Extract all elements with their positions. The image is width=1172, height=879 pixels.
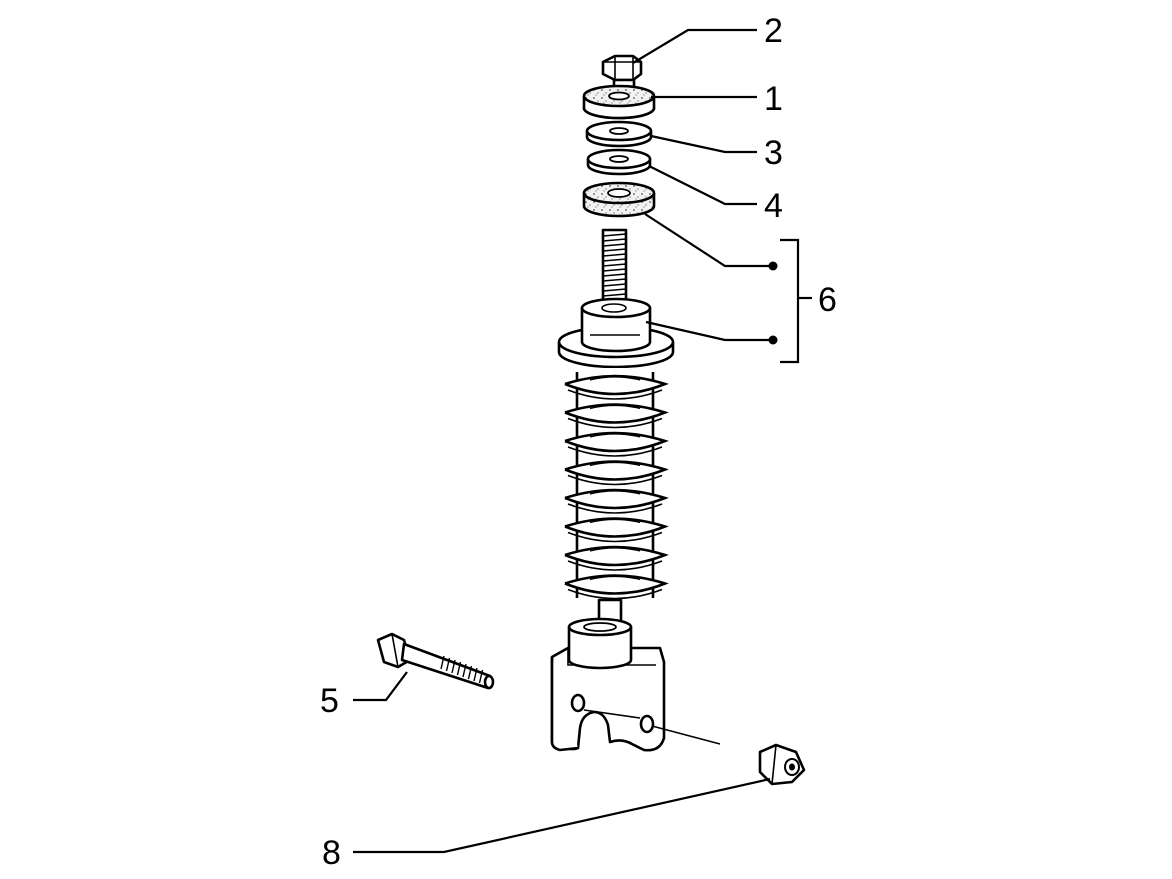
spring-coil-inner xyxy=(589,547,641,552)
callout-2: 2 xyxy=(764,12,783,50)
spring-coil-shade xyxy=(567,560,663,571)
spring-coil xyxy=(564,488,669,510)
rod-thread-line xyxy=(602,253,627,257)
callout-6: 6 xyxy=(818,281,837,319)
spring-coil xyxy=(564,374,669,396)
spring-coil-shade xyxy=(567,588,663,600)
rod-thread-line xyxy=(602,293,627,297)
spring-coil-shade xyxy=(567,531,663,543)
rod-thread-line xyxy=(602,283,627,287)
spring-coil xyxy=(564,403,669,424)
bolt-thread-line xyxy=(451,659,456,674)
rod-thread-line xyxy=(602,263,627,267)
spring-coil-shade xyxy=(567,503,663,514)
rod-thread-line xyxy=(602,278,627,282)
rod-thread-line xyxy=(602,268,627,272)
spring-coil xyxy=(564,517,669,538)
lower-rubber-bushing xyxy=(582,181,656,218)
spring-coil xyxy=(564,431,669,453)
rod-thread-line xyxy=(602,233,627,237)
callout-5: 5 xyxy=(320,682,339,720)
rod-thread-line xyxy=(602,243,627,247)
coil-spring xyxy=(564,368,669,600)
leader-dot-lower xyxy=(768,335,778,345)
bolt-thread-line xyxy=(440,655,445,670)
top-collar xyxy=(557,297,675,369)
bolt-thread-line xyxy=(467,665,473,680)
bolt-thread-line xyxy=(445,657,451,672)
spring-coil-shade xyxy=(567,474,663,486)
bolt-thread-line xyxy=(478,669,484,684)
callout-1: 1 xyxy=(764,80,783,118)
callout-3: 3 xyxy=(764,134,783,172)
rod-thread-line xyxy=(602,273,627,277)
rod-thread-line xyxy=(602,288,627,292)
bolt-thread-line xyxy=(473,667,478,682)
mounting-bolt xyxy=(376,632,495,690)
washer-upper xyxy=(585,120,653,148)
rod-thread-line xyxy=(602,238,627,242)
spring-coil-shade xyxy=(567,389,663,400)
spring-coil-inner xyxy=(589,461,641,467)
lower-fork-mount xyxy=(550,617,666,752)
callout-8: 8 xyxy=(322,834,341,872)
spring-coil-inner xyxy=(589,490,641,495)
spring-coil-inner xyxy=(589,433,641,438)
spring-coil-shade xyxy=(567,446,663,457)
lock-nut xyxy=(758,743,806,786)
spring-coil xyxy=(564,460,669,481)
rod-thread-line xyxy=(602,258,627,262)
spring-coil-inner xyxy=(589,575,641,581)
bolt-thread-line xyxy=(456,661,462,676)
spring-coil-inner xyxy=(589,376,641,381)
spring-coil-inner xyxy=(589,518,641,524)
upper-rubber-bushing xyxy=(582,84,656,120)
leader-lines xyxy=(353,28,812,854)
bolt-thread-line xyxy=(462,663,467,678)
washer-lower xyxy=(586,148,652,176)
rod-thread-line xyxy=(602,248,627,252)
spring-coil-inner xyxy=(589,404,641,410)
leader-dot-upper xyxy=(768,261,778,271)
spring-coil xyxy=(564,574,669,595)
spring-coil-shade xyxy=(567,417,663,429)
callout-4: 4 xyxy=(764,187,783,225)
spring-coil xyxy=(564,545,669,567)
